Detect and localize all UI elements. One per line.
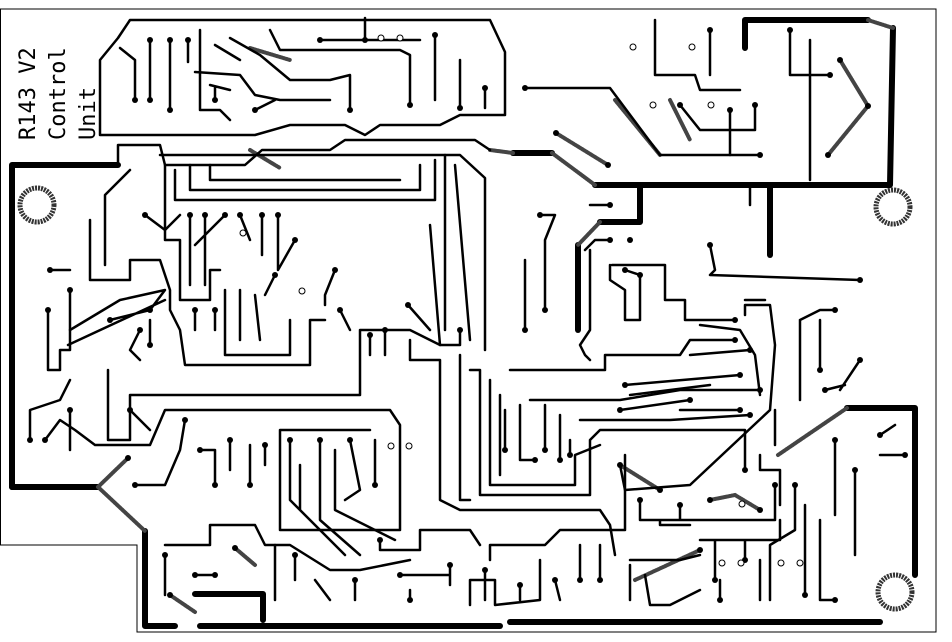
label-line-2: Control [46, 47, 71, 140]
pads [27, 27, 908, 603]
board-outline [0, 8, 937, 633]
vias [239, 34, 804, 567]
label-line-1: R143 V2 [16, 47, 41, 140]
label-line-3: Unit [76, 87, 101, 140]
mounting-holes [17, 185, 915, 612]
power-traces [9, 17, 918, 629]
signal-traces [28, 16, 907, 607]
